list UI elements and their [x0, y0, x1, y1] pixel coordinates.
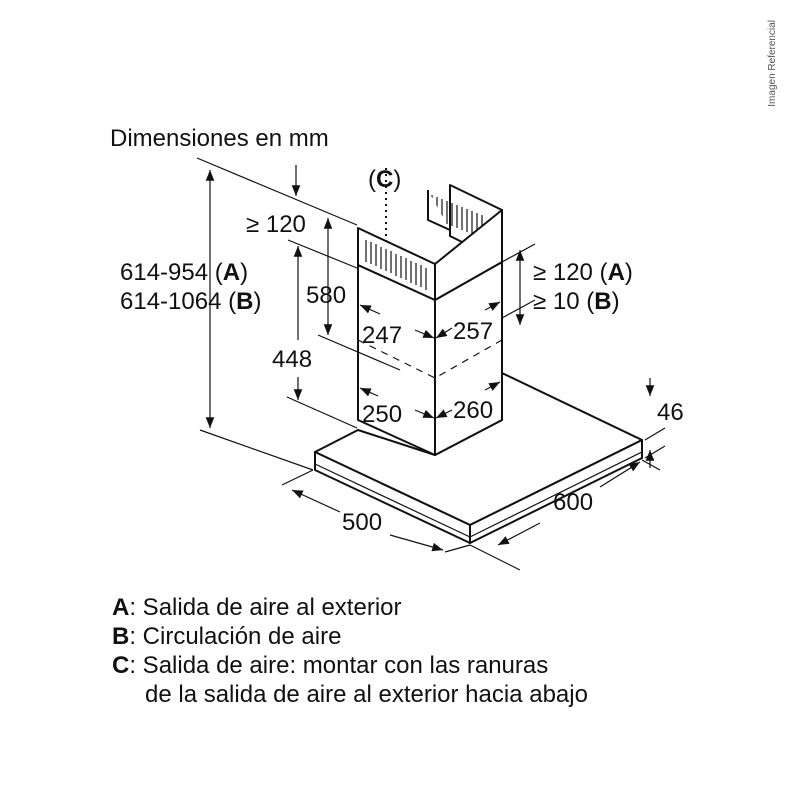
vent-slots-back — [427, 190, 483, 234]
dimension-arrows — [205, 165, 655, 552]
top-clearance-label: ≥ 120 — [246, 211, 306, 238]
overlap-b-label: ≥ 10 (B) — [533, 288, 620, 315]
lower-chimney-label: 448 — [272, 346, 312, 373]
legend: A: Salida de aire al exterior B: Circula… — [112, 593, 588, 709]
total-height-b-label: 614-1064 (B) — [120, 288, 261, 315]
extension-lines — [196, 157, 666, 571]
legend-item-a: A: Salida de aire al exterior — [112, 594, 402, 621]
legend-item-c-continued: de la salida de aire al exterior hacia a… — [145, 681, 588, 708]
lower-width-label: 250 — [362, 401, 402, 428]
vent-slots-front — [365, 240, 427, 290]
diagram-title: Dimensiones en mm — [110, 125, 329, 152]
legend-item-b: B: Circulación de aire — [112, 623, 342, 650]
canopy-thickness-label: 46 — [657, 399, 684, 426]
canopy-depth-label: 500 — [342, 509, 382, 536]
label-c: (C) — [368, 166, 401, 193]
legend-item-c: C: Salida de aire: montar con las ranura… — [112, 652, 549, 679]
upper-chimney-label: 580 — [306, 282, 346, 309]
canopy-width-label: 600 — [553, 489, 593, 516]
lower-depth-label: 260 — [453, 397, 493, 424]
total-height-a-label: 614-954 (A) — [120, 259, 248, 286]
overlap-a-label: ≥ 120 (A) — [533, 259, 633, 286]
upper-depth-label: 257 — [453, 318, 493, 345]
upper-width-label: 247 — [362, 322, 402, 349]
